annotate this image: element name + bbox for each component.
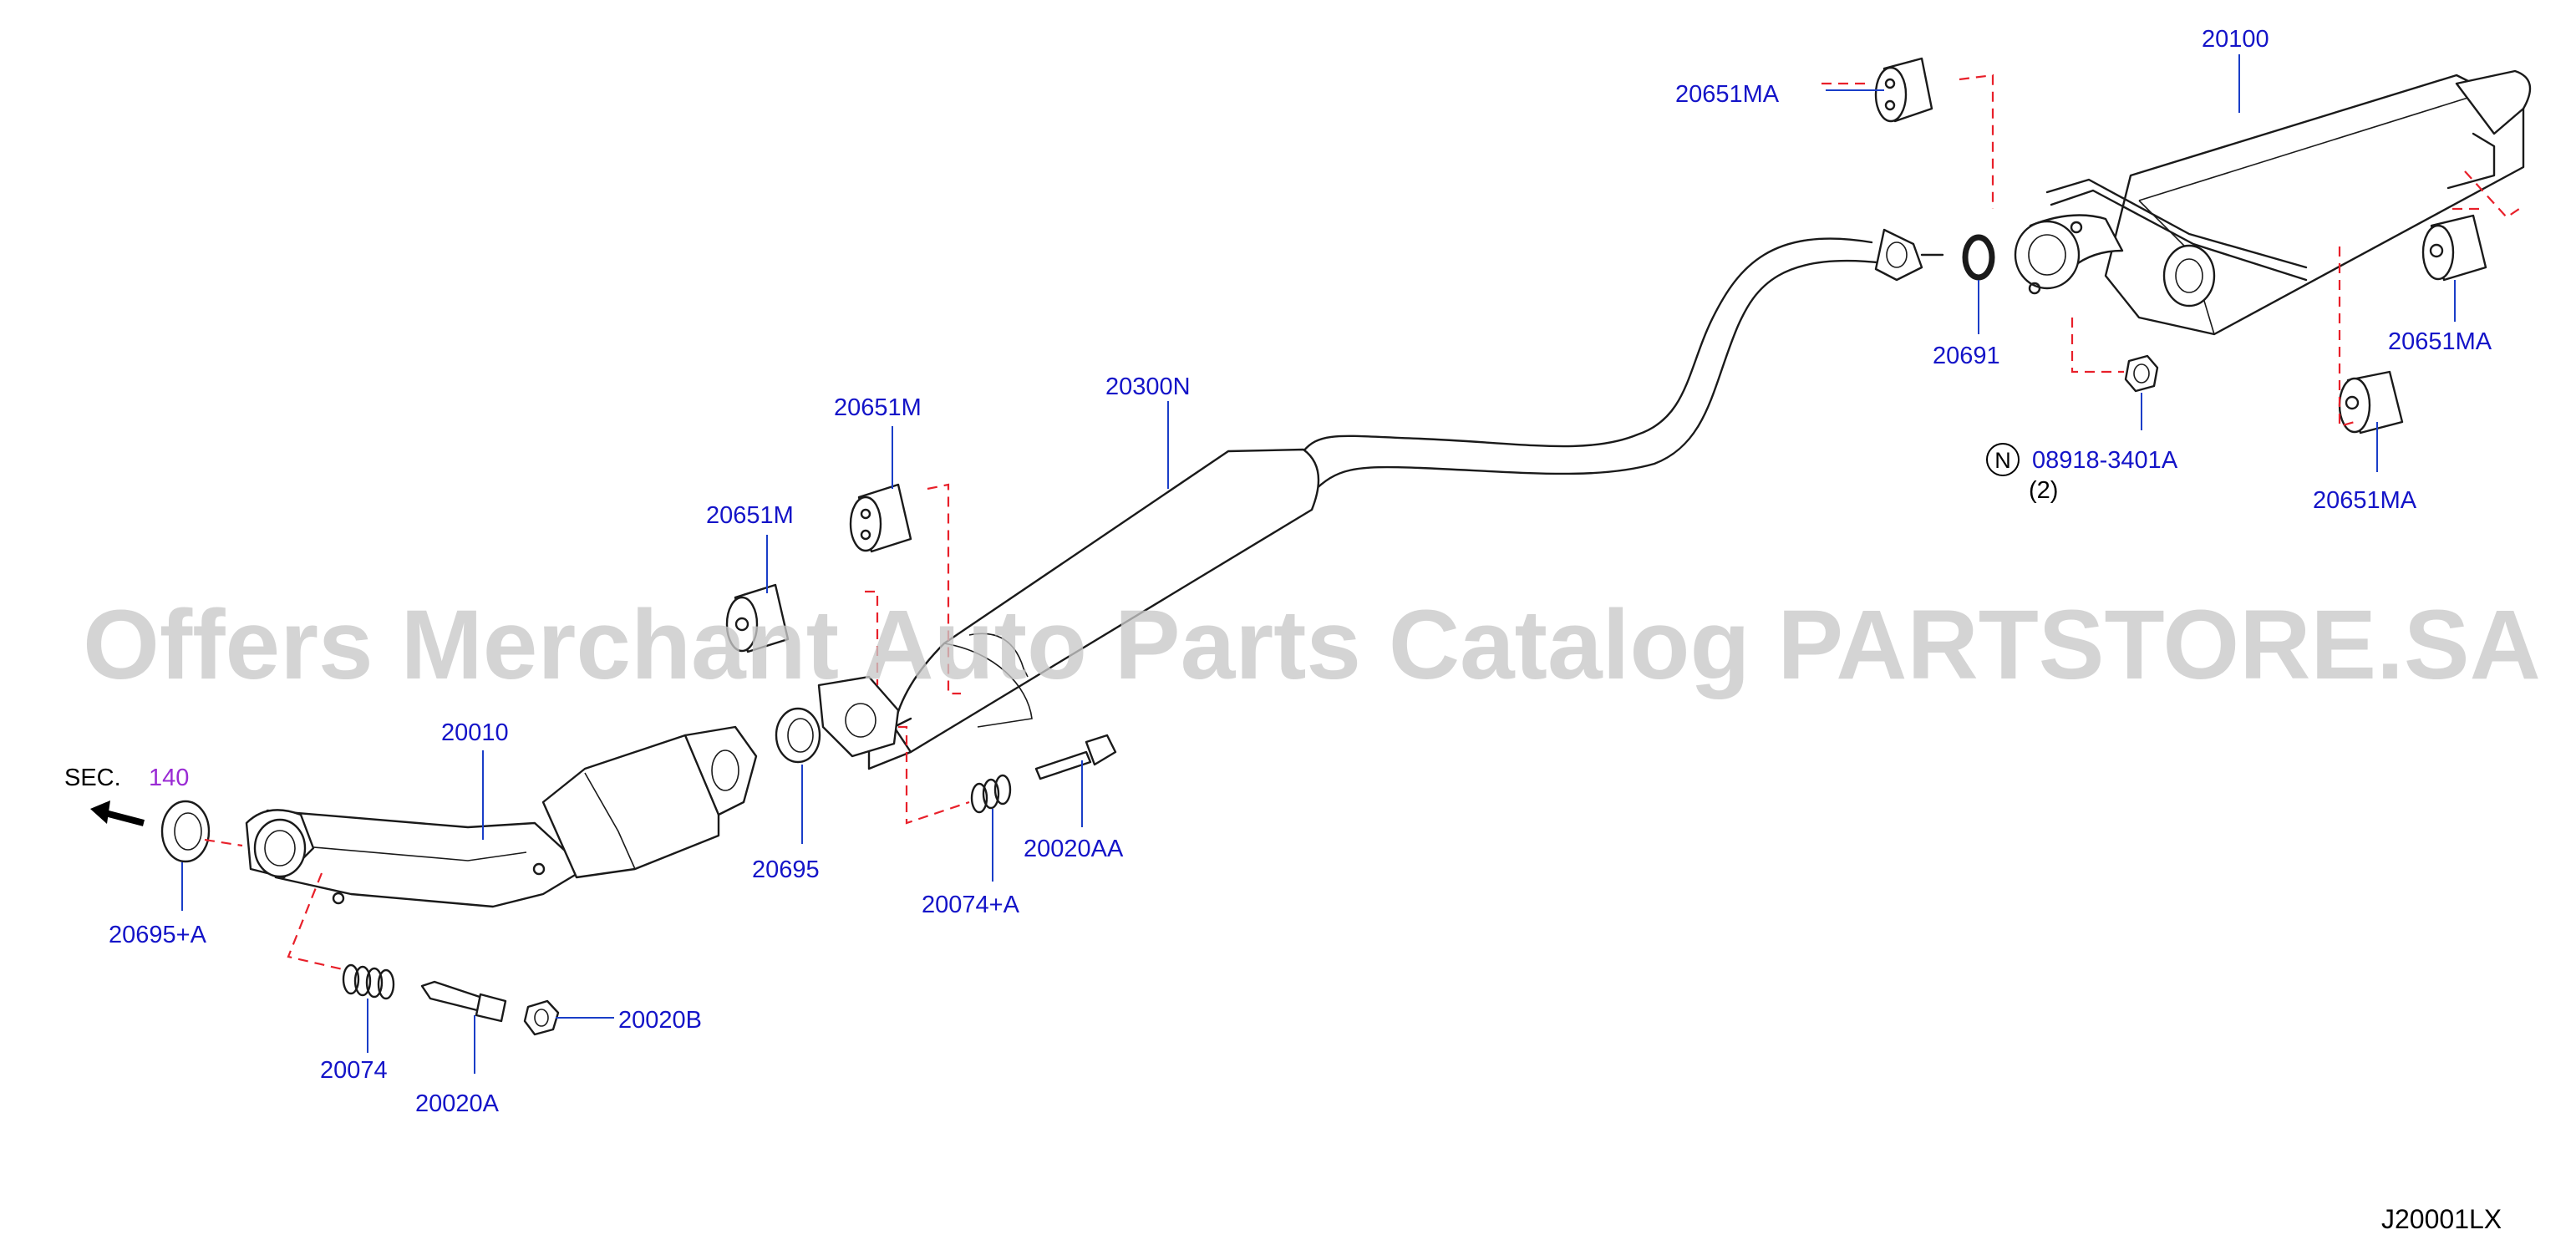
rubber-mount-20651M-lower-drawing bbox=[725, 583, 790, 653]
label-20695A: 20695+A bbox=[109, 922, 207, 948]
label-20651M-lower: 20651M bbox=[706, 502, 794, 529]
gasket-ring-20691-drawing bbox=[1962, 234, 1995, 281]
spring-20074A-drawing bbox=[970, 774, 1012, 814]
section-reference-arrowhead bbox=[90, 800, 110, 824]
label-20074A: 20074+A bbox=[922, 892, 1020, 918]
nut-08918-3401A-drawing bbox=[2124, 354, 2159, 393]
label-20691: 20691 bbox=[1933, 343, 2000, 369]
watermark: Offers Merchant Auto Parts Catalog PARTS… bbox=[83, 590, 2541, 700]
rubber-mount-20651MA-top-drawing bbox=[1874, 57, 1933, 123]
label-20651MA-lower: 20651MA bbox=[2313, 487, 2417, 514]
leader-lines bbox=[181, 54, 2456, 1074]
nut-20020B-drawing bbox=[523, 999, 560, 1036]
label-20695: 20695 bbox=[752, 856, 820, 883]
main-muffler-20100-drawing bbox=[2014, 69, 2532, 336]
section-reference-arrow bbox=[100, 809, 145, 826]
alignment-dashed-lines bbox=[204, 74, 2520, 971]
gasket-20695A-drawing bbox=[160, 800, 211, 863]
label-20651M-upper: 20651M bbox=[834, 394, 922, 421]
label-20010: 20010 bbox=[441, 719, 509, 746]
label-20651MA-right: 20651MA bbox=[2388, 328, 2492, 355]
n-symbol-letter: N bbox=[1994, 448, 2011, 473]
label-20100: 20100 bbox=[2202, 26, 2269, 53]
diagram-code: J20001LX bbox=[2381, 1204, 2502, 1234]
center-pipe-20300N-drawing bbox=[817, 228, 1944, 770]
section-reference-number[interactable]: 140 bbox=[149, 765, 189, 791]
label-20300N: 20300N bbox=[1105, 374, 1191, 400]
n-symbol-circle bbox=[1986, 443, 2020, 476]
label-08918-3401A: 08918-3401A bbox=[2032, 447, 2178, 474]
spring-20074-drawing bbox=[342, 963, 395, 1000]
rubber-mount-20651M-upper-drawing bbox=[849, 483, 912, 553]
rubber-mount-20651MA-right-drawing bbox=[2421, 214, 2487, 282]
label-20020AA: 20020AA bbox=[1024, 836, 1124, 862]
label-20020B: 20020B bbox=[618, 1007, 702, 1034]
bolt-20020A-drawing bbox=[420, 980, 507, 1023]
label-20020A: 20020A bbox=[415, 1090, 500, 1117]
catalytic-converter-20010-drawing bbox=[245, 725, 758, 908]
quantity-08918-3401A: (2) bbox=[2029, 477, 2058, 504]
gasket-20695-drawing bbox=[775, 707, 821, 764]
bolt-20020AA-drawing bbox=[1034, 734, 1117, 780]
section-reference-prefix: SEC. bbox=[64, 765, 121, 791]
label-20074: 20074 bbox=[320, 1057, 388, 1084]
label-20651MA-top: 20651MA bbox=[1675, 81, 1780, 108]
